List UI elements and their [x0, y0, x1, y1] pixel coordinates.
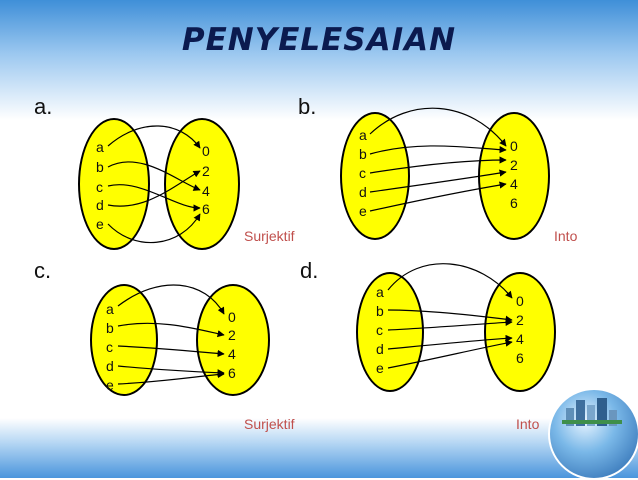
part-b-domain-item: c	[359, 165, 366, 181]
part-c-codomain-item: 2	[228, 327, 236, 343]
part-b-codomain-oval	[478, 112, 550, 240]
arrow-c-c-4	[117, 345, 225, 358]
part-c-codomain-oval	[196, 284, 270, 396]
part-c-kind: Surjektif	[244, 416, 295, 432]
part-b-codomain-item: 4	[510, 176, 518, 192]
part-a-codomain-item: 2	[202, 163, 210, 179]
arrow-b-e-4	[369, 181, 507, 212]
arrow-d-a-0	[387, 263, 513, 299]
part-d-domain-oval	[356, 272, 424, 392]
part-c-domain-item: a	[106, 301, 114, 317]
part-a-domain-item: b	[96, 159, 104, 175]
part-c-label: c.	[34, 258, 52, 283]
part-c-domain-item: e	[106, 377, 114, 393]
part-a-label: a.	[34, 94, 53, 119]
footer-gradient	[0, 418, 638, 478]
arrow-c-b-2	[117, 322, 225, 338]
arrow-a-d-2	[107, 170, 201, 207]
slide-title: PENYELESAIAN	[181, 22, 457, 58]
part-d-codomain-item: 0	[516, 293, 524, 309]
arrow-b-c-2	[369, 156, 507, 174]
arrow-c-a-0	[117, 284, 225, 315]
part-b-label: b.	[298, 94, 317, 119]
part-b-domain-item: e	[359, 203, 367, 219]
part-c-domain-item: c	[106, 339, 113, 355]
part-b-codomain-item: 6	[510, 195, 518, 211]
part-a-codomain-item: 0	[202, 143, 210, 159]
part-b-domain-item: b	[359, 146, 367, 162]
part-a-codomain-item: 6	[202, 201, 210, 217]
part-c-codomain-item: 0	[228, 309, 236, 325]
arrow-d-e-4	[387, 339, 513, 369]
part-d-domain-item: e	[376, 360, 384, 376]
part-d-codomain-oval	[484, 272, 556, 392]
part-d-codomain-item: 4	[516, 331, 524, 347]
part-b-domain-item: a	[359, 127, 367, 143]
arrow-a-a-0	[107, 125, 201, 149]
part-d-codomain-item: 6	[516, 350, 524, 366]
part-d-codomain-item: 2	[516, 312, 524, 328]
part-b-codomain-item: 0	[510, 138, 518, 154]
arrow-c-e-6	[117, 370, 225, 385]
arrow-a-c-6	[107, 184, 201, 212]
part-c-codomain-item: 6	[228, 365, 236, 381]
part-c-codomain-item: 4	[228, 346, 236, 362]
part-c-domain-oval	[90, 284, 158, 396]
part-b-domain-item: d	[359, 184, 367, 200]
arrow-d-c-2	[387, 318, 513, 331]
part-c-domain-item: b	[106, 320, 114, 336]
part-b-kind: Into	[554, 228, 578, 244]
arrow-d-d-4	[387, 334, 513, 350]
part-d-domain-item: c	[376, 322, 383, 338]
part-b-domain-oval	[340, 112, 410, 240]
part-a-domain-oval	[78, 118, 150, 250]
part-a-domain-item: e	[96, 216, 104, 232]
arrow-b-b-0	[369, 145, 507, 155]
part-a-domain-item: c	[96, 179, 103, 195]
part-c-domain-item: d	[106, 358, 114, 374]
part-a-codomain-oval	[164, 118, 240, 250]
arrow-b-a-0	[369, 107, 507, 147]
part-d-domain-item: d	[376, 341, 384, 357]
part-a-domain-item: a	[96, 139, 104, 155]
part-d-kind: Into	[516, 416, 540, 432]
part-a-codomain-item: 4	[202, 183, 210, 199]
arrow-c-d-6	[117, 365, 225, 377]
part-d-label: d.	[300, 258, 319, 283]
part-b-codomain-item: 2	[510, 157, 518, 173]
city-skyline-icon	[562, 398, 622, 426]
part-a-domain-item: d	[96, 197, 104, 213]
arrow-a-b-2	[107, 161, 201, 191]
header-gradient	[0, 0, 638, 120]
arrow-d-b-2	[387, 309, 513, 323]
arrow-b-d-4	[369, 169, 507, 193]
arrow-a-e-6	[107, 213, 201, 244]
part-a-kind: Surjektif	[244, 228, 295, 244]
part-d-domain-item: b	[376, 303, 384, 319]
part-d-domain-item: a	[376, 284, 384, 300]
